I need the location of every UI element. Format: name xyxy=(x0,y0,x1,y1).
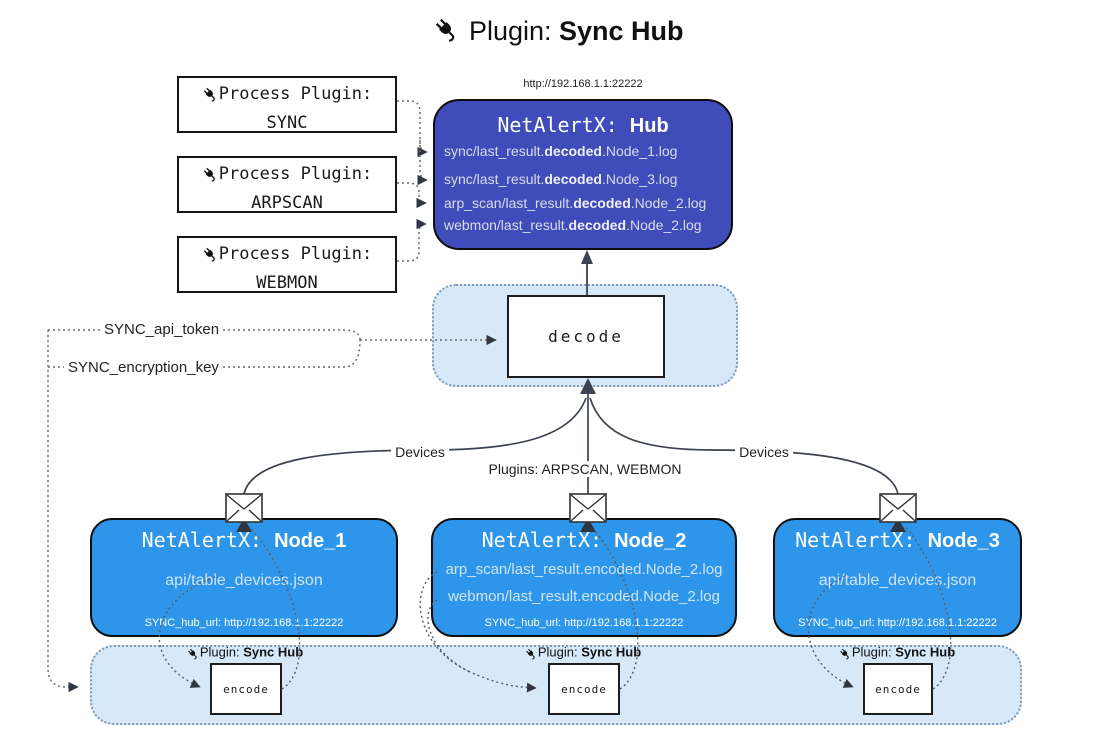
process-plugin-label: Process Plugin: xyxy=(218,244,373,264)
process-plugin-label: Process Plugin: xyxy=(218,164,373,184)
sync-api-token-label: SYNC_api_token xyxy=(100,321,224,338)
encoder-plugin-label: Plugin: Sync Hub xyxy=(525,645,641,664)
plugin-to-hub-connectors xyxy=(397,100,428,262)
node-file: webmon/last_result.encoded.Node_2.log xyxy=(448,588,720,605)
title-prefix: Plugin: xyxy=(468,16,560,46)
hub-log-line: arp_scan/last_result.decoded.Node_2.log xyxy=(444,195,707,211)
plug-icon xyxy=(187,648,200,664)
envelope-icon xyxy=(225,493,263,523)
node-3-box: NetAlertX: Node_3 api/table_devices.json… xyxy=(773,518,1022,637)
process-plugin-arpscan: Process Plugin: ARPSCAN xyxy=(177,156,397,213)
encoder-plugin-label: Plugin: Sync Hub xyxy=(839,645,955,664)
node-hub-url: SYNC_hub_url: http://192.168.1.1:22222 xyxy=(798,617,997,629)
encode-box: encode xyxy=(210,663,282,715)
encode-box: encode xyxy=(863,663,933,715)
hub-box: NetAlertX: Hub sync/last_result.decoded.… xyxy=(433,99,733,250)
process-plugin-name: WEBMON xyxy=(256,273,318,293)
node-title: NetAlertX: Node_2 xyxy=(481,528,687,552)
plug-icon xyxy=(202,86,219,111)
sync-encryption-key-label: SYNC_encryption_key xyxy=(64,359,223,376)
title-name: Sync Hub xyxy=(559,16,684,46)
hub-url: http://192.168.1.1:22222 xyxy=(523,78,643,90)
plugins-edge-label: Plugins: ARPSCAN, WEBMON xyxy=(484,461,686,477)
plug-icon xyxy=(525,648,538,664)
node-file: api/table_devices.json xyxy=(165,572,323,589)
process-plugin-webmon: Process Plugin: WEBMON xyxy=(177,236,397,293)
process-plugin-name: ARPSCAN xyxy=(251,193,323,213)
hub-log-line: webmon/last_result.decoded.Node_2.log xyxy=(444,217,702,233)
plug-icon xyxy=(433,16,461,51)
process-plugin-label: Process Plugin: xyxy=(218,84,373,104)
plug-icon xyxy=(202,246,219,271)
node-file: api/table_devices.json xyxy=(818,572,977,589)
node-1-box: NetAlertX: Node_1 api/table_devices.json… xyxy=(90,518,398,637)
node-title: NetAlertX: Node_3 xyxy=(795,528,1000,552)
hub-log-line: sync/last_result.decoded.Node_1.log xyxy=(444,143,678,159)
hub-log-line: sync/last_result.decoded.Node_3.log xyxy=(444,171,678,187)
devices-edge-label-right: Devices xyxy=(735,444,793,460)
page-title: Plugin: Sync Hub xyxy=(0,16,1117,51)
node-file: arp_scan/last_result.encoded.Node_2.log xyxy=(445,561,723,578)
hub-title: NetAlertX: Hub xyxy=(497,113,669,137)
device-edges xyxy=(243,393,899,495)
envelope-icon xyxy=(879,493,917,523)
process-plugin-name: SYNC xyxy=(266,113,308,133)
encode-box: encode xyxy=(548,663,620,715)
node-2-box: NetAlertX: Node_2 arp_scan/last_result.e… xyxy=(431,518,737,637)
envelope-icon xyxy=(569,493,607,523)
plug-icon xyxy=(202,166,219,191)
devices-edge-label-left: Devices xyxy=(391,444,449,460)
decode-box: decode xyxy=(507,295,665,378)
process-plugin-sync: Process Plugin: SYNC xyxy=(177,76,397,133)
plug-icon xyxy=(839,648,852,664)
node-hub-url: SYNC_hub_url: http://192.168.1.1:22222 xyxy=(484,617,684,629)
node-title: NetAlertX: Node_1 xyxy=(141,528,347,552)
node-hub-url: SYNC_hub_url: http://192.168.1.1:22222 xyxy=(144,617,344,629)
encoder-plugin-label: Plugin: Sync Hub xyxy=(187,645,303,664)
